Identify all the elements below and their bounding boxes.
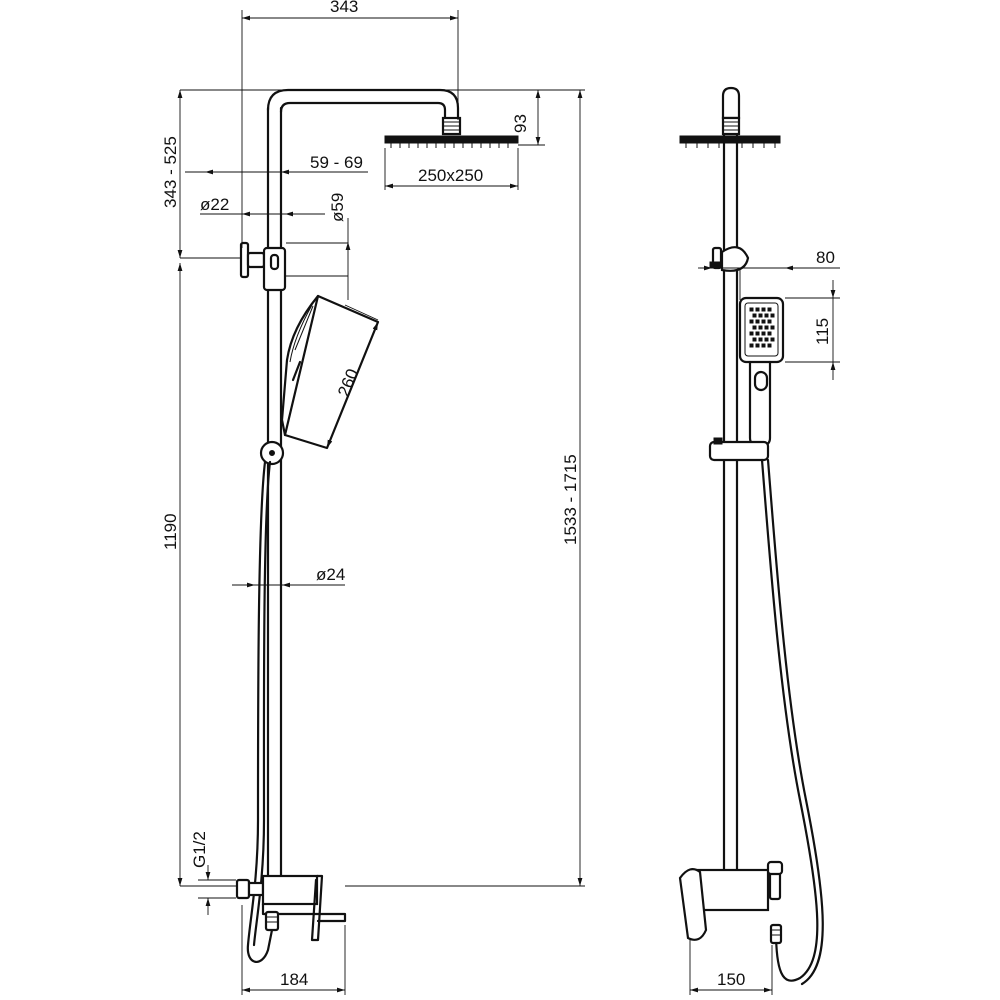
label-holder-dia: ø59 bbox=[328, 193, 347, 222]
side-hose bbox=[760, 458, 824, 986]
label-bracket-depth: 80 bbox=[816, 248, 835, 267]
dimensions-front: 343 93 343 - 525 59 - 69 250x250 bbox=[161, 0, 585, 995]
wall-bracket bbox=[239, 241, 287, 292]
label-mixer-depth: 150 bbox=[717, 970, 745, 989]
label-arm-range: 343 - 525 bbox=[161, 136, 180, 208]
label-thread: G1/2 bbox=[190, 831, 209, 868]
side-shower-mixer bbox=[678, 860, 784, 945]
side-arm-top bbox=[721, 86, 741, 136]
label-total-height: 1533 - 1715 bbox=[561, 454, 580, 545]
label-head-size: 250x250 bbox=[418, 166, 483, 185]
riser-pipe bbox=[266, 106, 283, 882]
spray-nozzle-grid bbox=[749, 307, 775, 348]
label-offset: 59 - 69 bbox=[310, 153, 363, 172]
label-riser-height: 1190 bbox=[161, 513, 180, 550]
side-rain-shower-head bbox=[679, 135, 781, 148]
label-pipe-dia: ø24 bbox=[316, 565, 345, 584]
label-bracket-dia: ø22 bbox=[200, 195, 229, 214]
side-slide-holder bbox=[708, 437, 770, 462]
slide-holder bbox=[259, 440, 285, 466]
hand-shower bbox=[280, 294, 380, 450]
hose bbox=[246, 460, 274, 963]
side-view: 80 115 150 bbox=[678, 86, 840, 995]
side-riser-pipe bbox=[722, 108, 739, 872]
rain-shower-head bbox=[384, 116, 519, 148]
label-mixer-width: 184 bbox=[280, 970, 308, 989]
label-head-height: 93 bbox=[511, 114, 530, 133]
front-view: 343 93 343 - 525 59 - 69 250x250 bbox=[161, 0, 585, 995]
side-hand-shower bbox=[738, 296, 785, 448]
label-top-width: 343 bbox=[330, 0, 358, 16]
label-handshower-width: 115 bbox=[813, 318, 832, 345]
shower-mixer bbox=[235, 874, 347, 942]
shower-arm bbox=[266, 88, 460, 122]
shower-head-nozzles bbox=[390, 143, 509, 148]
side-wall-bracket bbox=[709, 246, 750, 272]
dimensions-side: 80 115 150 bbox=[689, 248, 840, 995]
